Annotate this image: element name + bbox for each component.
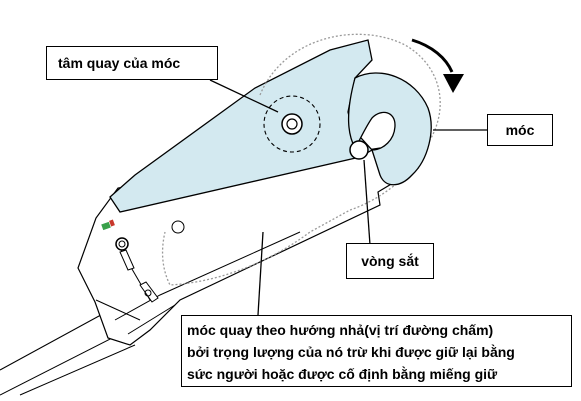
description-line-2: bởi trọng lượng của nó trừ khi được giữ … — [187, 344, 515, 360]
frame-hole — [171, 220, 185, 234]
pivot-label: tâm quay của móc — [46, 46, 218, 80]
rotation-arrow — [411, 38, 464, 93]
description-line-1: móc quay theo hướng nhả(vị trí đường chấ… — [187, 322, 494, 338]
ring-label: vòng sắt — [346, 243, 434, 279]
leader-lines — [209, 79, 487, 316]
mounting-rail — [0, 309, 136, 396]
hook-label: móc — [487, 114, 553, 146]
description-line-3: sức người hoặc được cố định bằng miếng g… — [187, 366, 498, 382]
latch — [101, 219, 159, 303]
pivot-rotation-circle — [263, 95, 321, 153]
description-label: móc quay theo hướng nhả(vị trí đường chấ… — [181, 315, 572, 387]
pivot-pin — [281, 113, 303, 135]
iron-ring — [349, 140, 369, 160]
pivot-pin-inner — [286, 118, 298, 130]
